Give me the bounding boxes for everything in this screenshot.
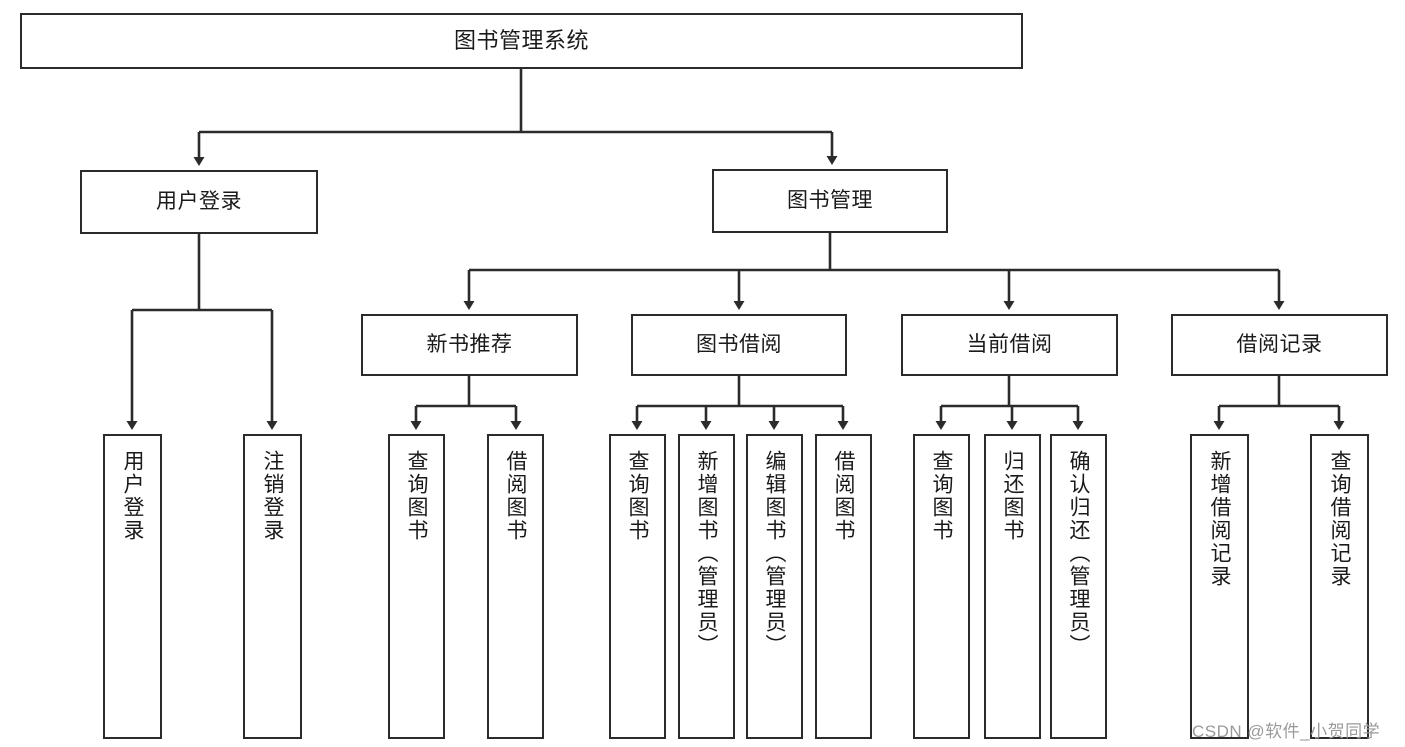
node-leaf-borrow-book-1-label: 借阅图书 <box>504 450 527 542</box>
node-book-management[interactable]: 图书管理 <box>712 169 948 233</box>
node-root[interactable]: 图书管理系统 <box>20 13 1023 69</box>
node-new-book-recommend-label: 新书推荐 <box>426 332 513 356</box>
node-user-login-label: 用户登录 <box>156 189 242 213</box>
node-new-book-recommend[interactable]: 新书推荐 <box>361 314 578 376</box>
node-leaf-return-book-label: 归还图书 <box>1001 450 1024 542</box>
node-leaf-borrow-book-2-label: 借阅图书 <box>832 450 855 542</box>
node-borrow-record-label: 借阅记录 <box>1236 332 1323 356</box>
node-leaf-add-book-label: 新增图书（管理员） <box>695 450 718 657</box>
node-leaf-confirm-return-label: 确认归还（管理员） <box>1067 450 1090 657</box>
node-leaf-query-book-1[interactable]: 查询图书 <box>388 434 445 739</box>
node-leaf-edit-book-label: 编辑图书（管理员） <box>763 450 786 657</box>
node-leaf-query-book-2[interactable]: 查询图书 <box>609 434 666 739</box>
node-leaf-query-book-3[interactable]: 查询图书 <box>913 434 970 739</box>
node-book-borrow-label: 图书借阅 <box>696 332 782 356</box>
node-book-borrow[interactable]: 图书借阅 <box>631 314 847 376</box>
node-leaf-query-record-label: 查询借阅记录 <box>1328 450 1351 588</box>
node-current-borrow-label: 当前借阅 <box>966 332 1053 356</box>
node-leaf-query-book-2-label: 查询图书 <box>626 450 649 542</box>
node-leaf-user-login-label: 用户登录 <box>121 450 144 542</box>
watermark: CSDN @软件_小贺同学 <box>1192 722 1381 741</box>
node-leaf-edit-book[interactable]: 编辑图书（管理员） <box>746 434 803 739</box>
node-root-label: 图书管理系统 <box>453 27 589 53</box>
node-leaf-borrow-book-2[interactable]: 借阅图书 <box>815 434 872 739</box>
node-leaf-query-record[interactable]: 查询借阅记录 <box>1310 434 1369 739</box>
node-book-management-label: 图书管理 <box>787 188 873 212</box>
node-user-login[interactable]: 用户登录 <box>80 170 318 234</box>
node-leaf-query-book-3-label: 查询图书 <box>930 450 953 542</box>
node-leaf-logout[interactable]: 注销登录 <box>243 434 302 739</box>
node-leaf-borrow-book-1[interactable]: 借阅图书 <box>487 434 544 739</box>
node-leaf-confirm-return[interactable]: 确认归还（管理员） <box>1050 434 1107 739</box>
node-leaf-logout-label: 注销登录 <box>261 450 284 542</box>
node-leaf-return-book[interactable]: 归还图书 <box>984 434 1041 739</box>
node-leaf-user-login[interactable]: 用户登录 <box>103 434 162 739</box>
node-current-borrow[interactable]: 当前借阅 <box>901 314 1118 376</box>
node-borrow-record[interactable]: 借阅记录 <box>1171 314 1388 376</box>
node-leaf-query-book-1-label: 查询图书 <box>405 450 428 542</box>
node-leaf-add-record-label: 新增借阅记录 <box>1208 450 1231 588</box>
node-leaf-add-record[interactable]: 新增借阅记录 <box>1190 434 1249 739</box>
node-leaf-add-book[interactable]: 新增图书（管理员） <box>678 434 735 739</box>
